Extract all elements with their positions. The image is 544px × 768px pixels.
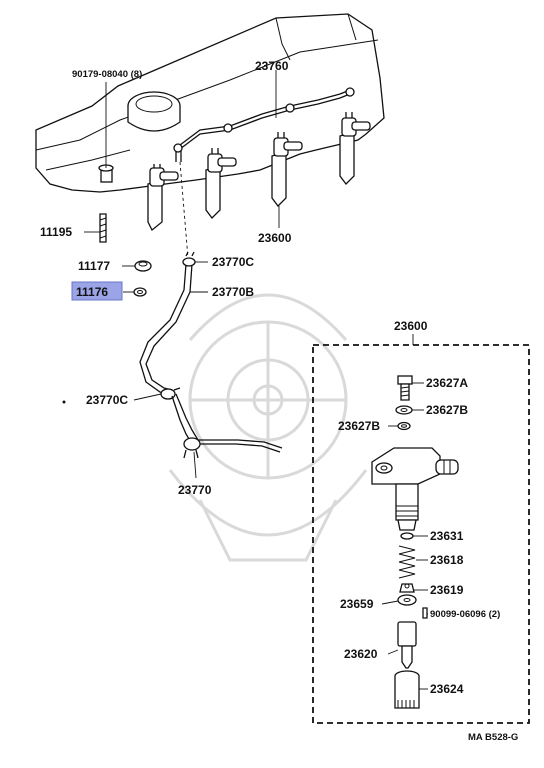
clamp-23770c-top: [182, 251, 196, 267]
washer-23627b-right: [395, 405, 413, 415]
label-23770b[interactable]: 23770B: [212, 285, 254, 299]
label-23627b-right[interactable]: 23627B: [426, 403, 468, 417]
stray-dot: [62, 400, 66, 404]
label-23770c-mid[interactable]: 23770C: [86, 393, 128, 407]
detail-box-23600: [312, 344, 530, 724]
label-23618[interactable]: 23618: [430, 553, 464, 567]
label-11195[interactable]: 11195: [40, 225, 72, 239]
label-23600-head[interactable]: 23600: [258, 231, 292, 245]
injector-3: [271, 132, 303, 207]
spring-23618: [398, 545, 416, 579]
washer-23659: [397, 594, 417, 606]
label-23659[interactable]: 23659: [340, 597, 374, 611]
label-23770c-top[interactable]: 23770C: [212, 255, 254, 269]
label-23600-detail[interactable]: 23600: [394, 319, 428, 333]
pin-23619: [399, 583, 415, 593]
label-23620[interactable]: 23620: [344, 647, 378, 661]
part-highlight-11176: [71, 281, 123, 301]
label-23627b-left[interactable]: 23627B: [338, 419, 380, 433]
diagram-code: MA B528-G: [468, 732, 518, 743]
label-23770[interactable]: 23770: [178, 483, 212, 497]
fuel-hose-23770b: [139, 161, 193, 395]
washer-11177: [134, 260, 152, 272]
nozzle-nut-23624: [394, 670, 420, 709]
label-90099-06096[interactable]: 90099-06096 (2): [430, 609, 500, 620]
seal-23631: [400, 532, 414, 540]
label-90179-08040[interactable]: 90179-08040 (8): [72, 69, 142, 80]
washer-11176: [133, 287, 147, 297]
injector-1: [147, 164, 179, 232]
leader-lines: [84, 70, 428, 690]
nozzle-holder-body: [371, 447, 459, 531]
label-23631[interactable]: 23631: [430, 529, 464, 543]
watermark-emblem: [168, 293, 368, 562]
nozzle-23620: [397, 621, 417, 669]
injector-2: [205, 148, 237, 219]
label-11177[interactable]: 11177: [78, 259, 110, 273]
return-pipe-23770: [171, 393, 283, 459]
washer-23627b-left: [397, 421, 411, 431]
stud-11195: [99, 213, 107, 243]
bolt-23627a: [397, 375, 413, 401]
label-11176[interactable]: 11176: [76, 285, 108, 299]
label-23619[interactable]: 23619: [430, 583, 464, 597]
label-23760[interactable]: 23760: [255, 59, 289, 73]
injector-4: [339, 112, 371, 185]
label-23624[interactable]: 23624: [430, 682, 464, 696]
label-23627a[interactable]: 23627A: [426, 376, 468, 390]
pin-90099: [422, 607, 428, 619]
